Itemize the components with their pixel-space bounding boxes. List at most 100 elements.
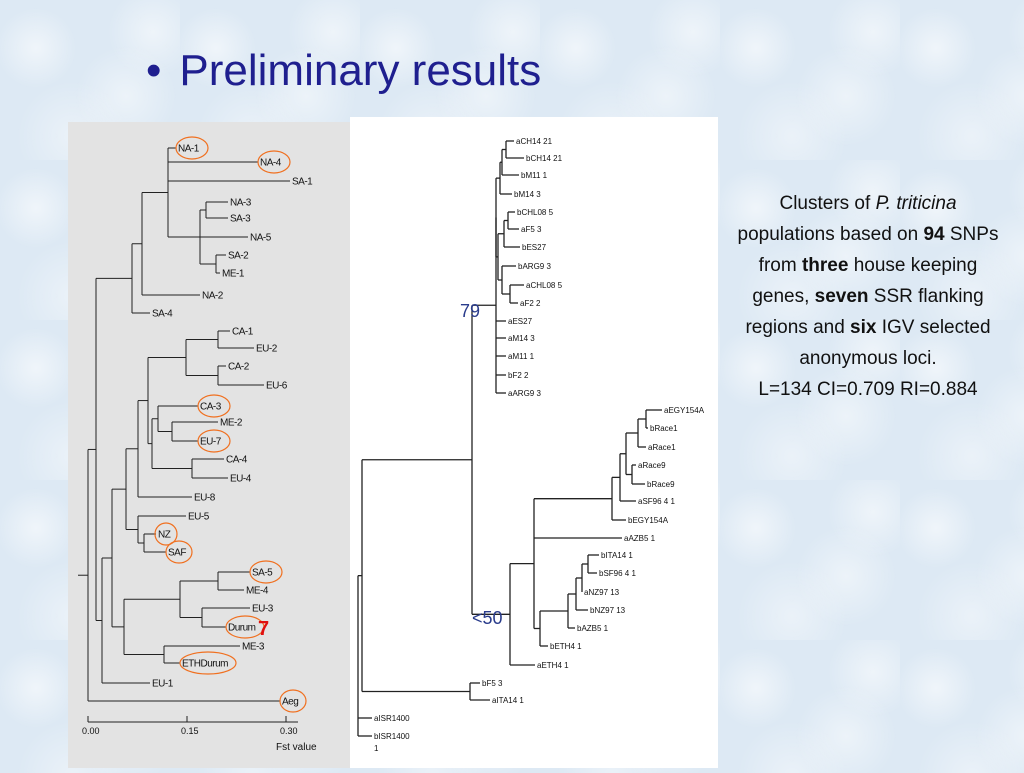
taxon-label: aARG9 3	[508, 389, 541, 398]
fst-dendrogram: NA-1NA-4SA-1NA-3SA-3NA-5SA-2ME-1NA-2SA-4…	[78, 136, 317, 753]
taxon-label: aNZ97 13	[584, 588, 620, 597]
taxon-label: bCH14 21	[526, 154, 563, 163]
fst-axis-tick-label: 0.30	[280, 726, 298, 736]
caption-text-3: SNPs	[944, 224, 999, 245]
leaf-label: EU-7	[200, 437, 222, 448]
leaf-label: ME-1	[222, 269, 245, 280]
highlight-circle	[249, 560, 283, 584]
taxon-label: aAZB5 1	[624, 534, 656, 543]
leaf-label: EU-1	[152, 679, 174, 690]
taxon-label: bF2 2	[508, 371, 529, 380]
highlight-circle	[225, 615, 265, 639]
highlight-circle	[179, 651, 237, 675]
tree-statistics: L=134 CI=0.709 RI=0.884	[758, 379, 978, 400]
leaf-label: SA-4	[152, 309, 173, 320]
leaf-label: SA-1	[292, 177, 313, 188]
leaf-label: NA-5	[250, 233, 272, 244]
highlight-number: 7	[258, 618, 269, 640]
caption-text-10: anonymous loci.	[799, 348, 937, 369]
bullet: •	[146, 46, 162, 95]
snp-tree-panel: aCH14 21 bCH14 21 bM11 1 bM14 3 bCHL08 5 aF5 …	[350, 117, 718, 768]
taxon-label: bRace9	[647, 480, 675, 489]
taxon-label: aEGY154A	[664, 406, 705, 415]
title-text: Preliminary results	[179, 46, 542, 95]
taxon-label: aM11 1	[508, 352, 535, 361]
leaf-label: CA-1	[232, 327, 254, 338]
ssr-count: seven	[814, 286, 869, 307]
taxon-label: aM14 3	[508, 334, 535, 343]
taxon-label: aF5 3	[521, 225, 542, 234]
fst-axis-tick-label: 0.00	[82, 726, 100, 736]
caption-text-7: SSR flanking	[868, 286, 984, 307]
taxon-label: bETH4 1	[550, 642, 582, 651]
leaf-label: SA-2	[228, 251, 249, 262]
taxon-label: aRace1	[648, 443, 676, 452]
leaf-label: Durum	[228, 623, 256, 634]
leaf-label: ETHDurum	[182, 659, 228, 670]
taxon-label: aRace9	[638, 461, 666, 470]
taxon-label: 1	[374, 744, 379, 753]
leaf-label: NZ	[158, 530, 171, 541]
caption-text-8: regions and	[745, 317, 851, 338]
highlight-circle	[175, 136, 209, 160]
leaf-label: ME-3	[242, 642, 265, 653]
leaf-label: NA-2	[202, 291, 224, 302]
taxon-label: bM14 3	[514, 190, 541, 199]
leaf-label: SA-3	[230, 214, 251, 225]
taxon-label: bM11 1	[521, 171, 548, 180]
caption-text-1: Clusters of	[779, 193, 876, 214]
leaf-label: CA-3	[200, 402, 222, 413]
highlight-circle	[257, 150, 291, 174]
leaf-label: EU-6	[266, 381, 288, 392]
taxon-label: aETH4 1	[537, 661, 569, 670]
leaf-label: NA-1	[178, 144, 200, 155]
leaf-label: SAF	[168, 548, 186, 559]
caption-text-6: genes,	[752, 286, 815, 307]
taxon-label: aSF96 4 1	[638, 497, 675, 506]
leaf-label: CA-4	[226, 455, 248, 466]
taxon-label: bRace1	[650, 424, 678, 433]
fst-axis-title: Fst value	[276, 742, 317, 753]
leaf-label: NA-3	[230, 198, 252, 209]
leaf-label: EU-5	[188, 512, 210, 523]
taxon-label: bSF96 4 1	[599, 569, 636, 578]
gene-count: three	[801, 255, 849, 276]
leaf-label: SA-5	[252, 568, 273, 579]
highlight-circle	[154, 522, 178, 546]
highlight-circle	[197, 394, 231, 418]
caption-text-2: populations based on	[737, 224, 924, 245]
taxon-label: aISR1400	[374, 714, 410, 723]
taxon-label: aCH14 21	[516, 137, 553, 146]
taxon-label: bISR1400	[374, 732, 410, 741]
taxon-label: bNZ97 13	[590, 606, 626, 615]
leaf-label: NA-4	[260, 158, 282, 169]
bootstrap-support-79: 79	[460, 301, 480, 321]
taxon-label: bAZB5 1	[577, 624, 609, 633]
highlight-circle	[279, 689, 307, 713]
fst-axis-tick-label: 0.15	[181, 726, 199, 736]
leaf-label: ME-2	[220, 418, 243, 429]
taxon-label: aCHL08 5	[526, 281, 563, 290]
snp-cladogram: aCH14 21 bCH14 21 bM11 1 bM14 3 bCHL08 5 aF5 …	[357, 137, 705, 753]
taxon-label: bEGY154A	[628, 516, 669, 525]
taxon-label: bCHL08 5	[517, 208, 554, 217]
leaf-label: Aeg	[282, 697, 298, 708]
caption-text-9: IGV selected	[876, 317, 991, 338]
caption-text-5: house keeping	[848, 255, 978, 276]
taxon-label: aES27	[508, 317, 533, 326]
leaf-label: CA-2	[228, 362, 250, 373]
taxon-label: aITA14 1	[492, 696, 524, 705]
leaf-label: EU-4	[230, 474, 252, 485]
igv-count: six	[850, 317, 877, 338]
taxon-label: bF5 3	[482, 679, 503, 688]
taxon-label: aF2 2	[520, 299, 541, 308]
taxon-label: bES27	[522, 243, 547, 252]
taxon-label: bITA14 1	[601, 551, 633, 560]
species-name: P. triticina	[875, 193, 957, 214]
snp-count: 94	[923, 224, 945, 245]
leaf-label: ME-4	[246, 586, 269, 597]
leaf-label: EU-2	[256, 344, 278, 355]
slide-title: • Preliminary results	[146, 46, 541, 96]
taxon-label: bARG9 3	[518, 262, 551, 271]
